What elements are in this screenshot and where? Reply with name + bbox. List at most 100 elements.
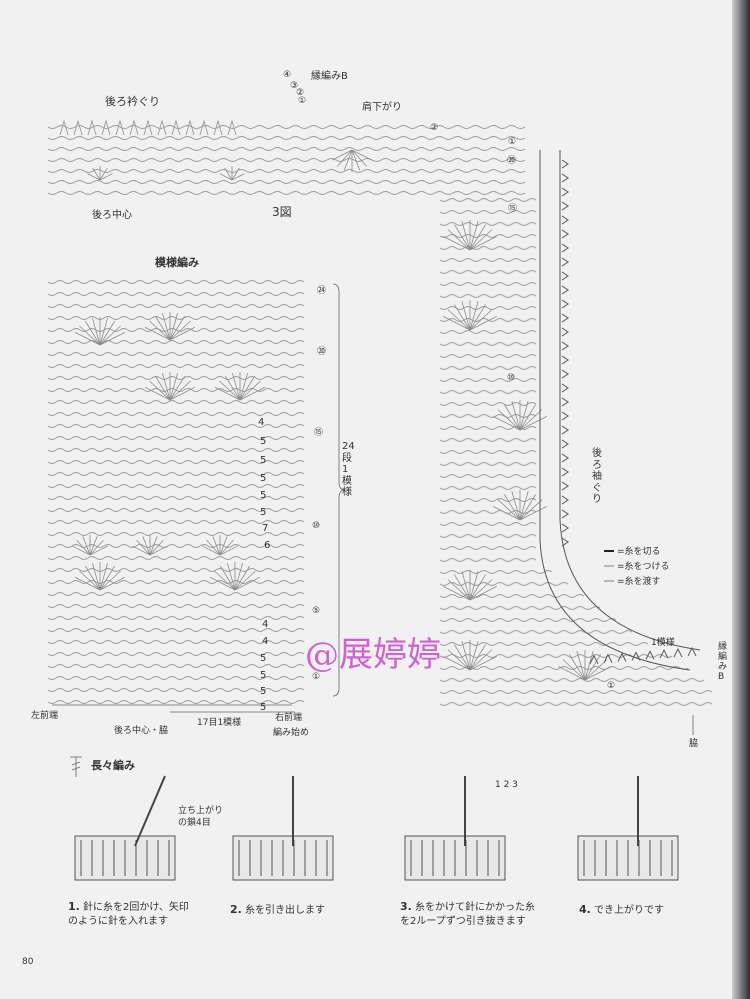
fan-stitch [469, 301, 479, 331]
fan-stitch [351, 149, 368, 167]
neck-picot [101, 119, 111, 136]
fan-stitch [99, 325, 121, 346]
fan-stitch [469, 304, 487, 331]
pattern-title: 模様編み [155, 256, 199, 269]
row-marker: ⑮ [314, 428, 324, 438]
fan-stitch [169, 372, 178, 401]
fan-stitch [144, 326, 171, 341]
fan-stitch [447, 309, 471, 331]
fan-stitch [332, 149, 353, 161]
edging-picot [561, 509, 569, 519]
fan-stitch [453, 574, 471, 601]
fan-stitch [239, 375, 255, 401]
fan-stitch [239, 372, 248, 401]
chain-row [47, 616, 305, 620]
fan-stitch [219, 545, 239, 556]
fan-stitch [584, 666, 612, 681]
yoke-marker: ① [607, 681, 616, 691]
chain-row [47, 496, 305, 500]
chain-row [47, 400, 305, 404]
chain-row [439, 474, 537, 478]
stitch-rows [47, 119, 713, 706]
fan-stitch [89, 539, 104, 556]
fan-stitch [234, 576, 261, 591]
chain-row [47, 448, 305, 452]
fan-stitch [584, 659, 608, 681]
edging-picot [687, 646, 697, 657]
neck-picot [73, 119, 83, 136]
fan-stitch [144, 386, 171, 401]
fan-stitch [469, 236, 497, 251]
chain-row [47, 640, 305, 644]
yoke-marker: ⑩ [507, 373, 516, 383]
yoke-marker: ① [508, 137, 517, 147]
stitch-count: 5 [260, 436, 267, 447]
fan-stitch [519, 416, 547, 431]
fan-stitch [99, 562, 108, 591]
watermark: @展婷婷 [305, 635, 441, 675]
fan-stitch [576, 651, 586, 681]
edging-b-side-label: 縁編みB [718, 642, 728, 682]
fan-stitch [343, 149, 353, 171]
fan-stitch [99, 576, 126, 591]
edging-picot [659, 649, 669, 659]
edging-picot [645, 650, 655, 660]
edging-picot [561, 411, 569, 421]
chain-row [47, 664, 305, 668]
edging-picot [631, 651, 641, 661]
fan-stitch [497, 499, 521, 521]
edging-picot [561, 257, 569, 267]
step-text: 糸を引き出します [245, 905, 326, 916]
fan-stitch [453, 644, 471, 671]
yoke-marker: ③ [290, 81, 299, 91]
fan-stitch [149, 380, 171, 401]
neck-picot [87, 119, 97, 136]
rows-bracket-label: 24段1模様 [342, 441, 355, 498]
edging-picot [561, 453, 569, 463]
page-number: 80 [22, 957, 34, 967]
fan-stitch [453, 224, 471, 251]
edging-picot [617, 652, 627, 662]
fan-stitch [469, 641, 479, 671]
fan-stitch [469, 656, 497, 671]
fan-stitch [562, 659, 586, 681]
fan-stitch [219, 173, 233, 181]
chain-row [439, 198, 537, 202]
stitch-count: 5 [260, 702, 267, 713]
chain-row [47, 532, 305, 536]
fan-stitch [201, 545, 221, 556]
chain-row [439, 294, 537, 298]
dtr-illustrations [74, 775, 679, 881]
legend-carry: =糸を渡す [617, 577, 661, 587]
chain-row [47, 304, 305, 308]
neck-picot [185, 119, 195, 136]
chain-row [439, 690, 713, 694]
chain-row [47, 688, 305, 692]
fan-stitch [519, 494, 537, 521]
fan-stitch [214, 386, 241, 401]
chain-row [439, 678, 705, 682]
neck-picot [157, 119, 167, 136]
fan-stitch [85, 320, 101, 346]
chain-row [47, 292, 305, 296]
chain-row [47, 364, 305, 368]
step-text: を2ループずつ引き抜きます [400, 915, 526, 927]
edging-picot [561, 173, 569, 183]
fan-stitches [71, 149, 612, 681]
chain-row [47, 436, 305, 440]
row-marker: ⑤ [312, 606, 321, 616]
fan-stitch [99, 331, 126, 346]
chain-row [439, 258, 537, 262]
edging-picot [561, 159, 569, 169]
fan-stitch [443, 316, 471, 331]
fan-stitch [519, 491, 529, 521]
chain-row [439, 378, 537, 382]
fan-stitch [469, 571, 479, 601]
step-4: 4. でき上がりです [579, 903, 664, 918]
edging-picot [561, 285, 569, 295]
step-2: 2. 糸を引き出します [230, 903, 325, 918]
neck-picot [129, 119, 139, 136]
fan-stitch [469, 644, 487, 671]
stitch-count: 4 [262, 636, 269, 647]
